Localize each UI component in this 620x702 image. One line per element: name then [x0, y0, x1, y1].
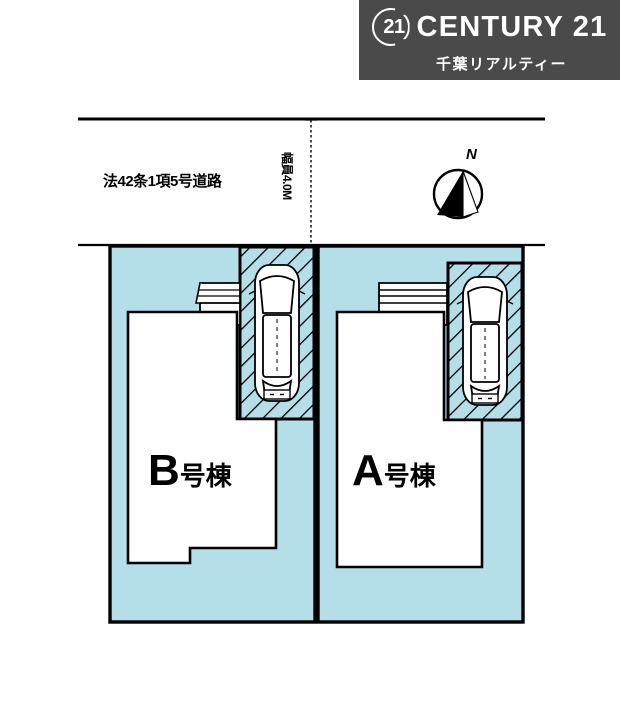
north-compass-icon [432, 168, 484, 220]
lot-b [108, 244, 317, 624]
lot-a-label: A号棟 [352, 446, 436, 496]
lot-a-parcel-outline [316, 244, 525, 624]
logo-row: 21 CENTURY 21 [371, 8, 608, 46]
century21-logo-banner: 21 CENTURY 21 千葉リアルティー [359, 0, 620, 80]
lot-b-label: B号棟 [148, 446, 232, 496]
lot-b-parcel-outline [108, 244, 317, 624]
lot-b-letter: B [148, 446, 180, 495]
seal-number: 21 [383, 15, 405, 38]
logo-wordmark: CENTURY 21 [416, 10, 608, 43]
logo-subtitle: 千葉リアルティー [436, 56, 567, 73]
century21-seal-icon: 21 [371, 8, 410, 46]
lot-a-suffix: 号棟 [383, 461, 436, 491]
car-top-view-icon [456, 276, 514, 406]
road-type-label: 法42条1項5号道路 [103, 173, 222, 190]
road-width-label: 幅員4.0M [280, 152, 294, 200]
lot-b-building-footprint [126, 310, 278, 565]
lot-a [316, 244, 525, 624]
compass-north-label: N [466, 146, 477, 163]
lot-a-building-footprint [335, 310, 484, 569]
car-top-view-icon [248, 264, 306, 402]
lot-a-letter: A [352, 446, 384, 495]
seal-ring-shape [371, 8, 410, 46]
lot-b-suffix: 号棟 [179, 461, 232, 491]
